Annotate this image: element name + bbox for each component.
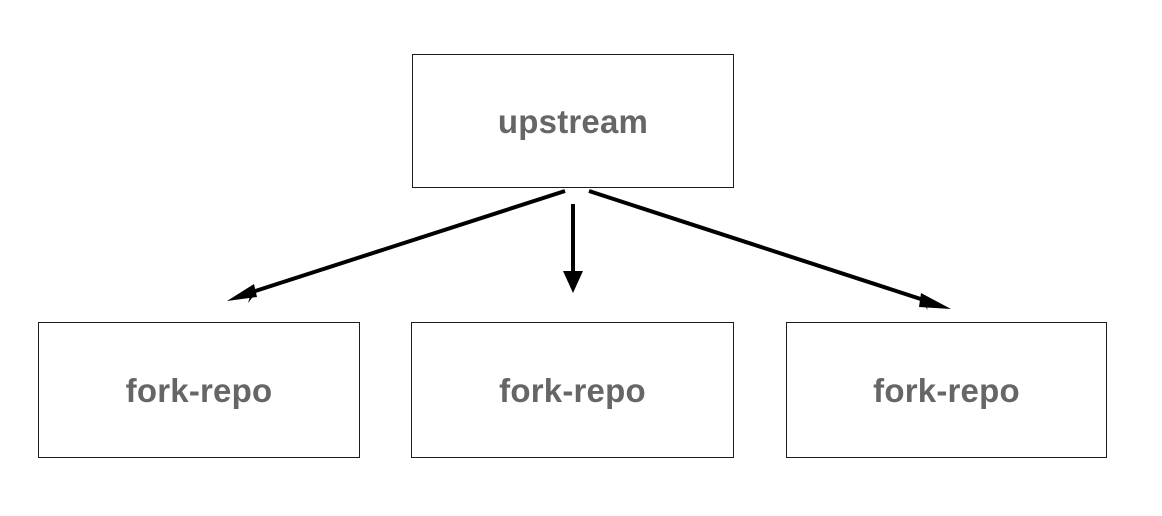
arrowhead-left-solid [227,284,257,301]
arrowhead-left [227,287,259,303]
node-fork-repo-2[interactable]: fork-repo [411,322,734,458]
node-upstream[interactable]: upstream [412,54,734,188]
node-upstream-label: upstream [497,102,649,140]
edge-upstream-to-fork-3 [588,189,951,310]
node-fork-repo-1-label: fork-repo [125,371,273,409]
arrowhead-right [917,296,951,310]
arrowhead-center [563,271,583,293]
node-fork-repo-3-label: fork-repo [873,371,1020,409]
edge-line-left [242,189,566,297]
edge-line-right [588,189,934,305]
node-fork-repo-2-label: fork-repo [499,371,646,409]
edge-upstream-to-fork-2 [563,204,583,293]
edge-upstream-to-fork-1 [227,189,566,303]
arrowhead-right-solid [919,293,951,309]
node-fork-repo-1[interactable]: fork-repo [38,322,360,458]
node-fork-repo-3[interactable]: fork-repo [786,322,1107,458]
